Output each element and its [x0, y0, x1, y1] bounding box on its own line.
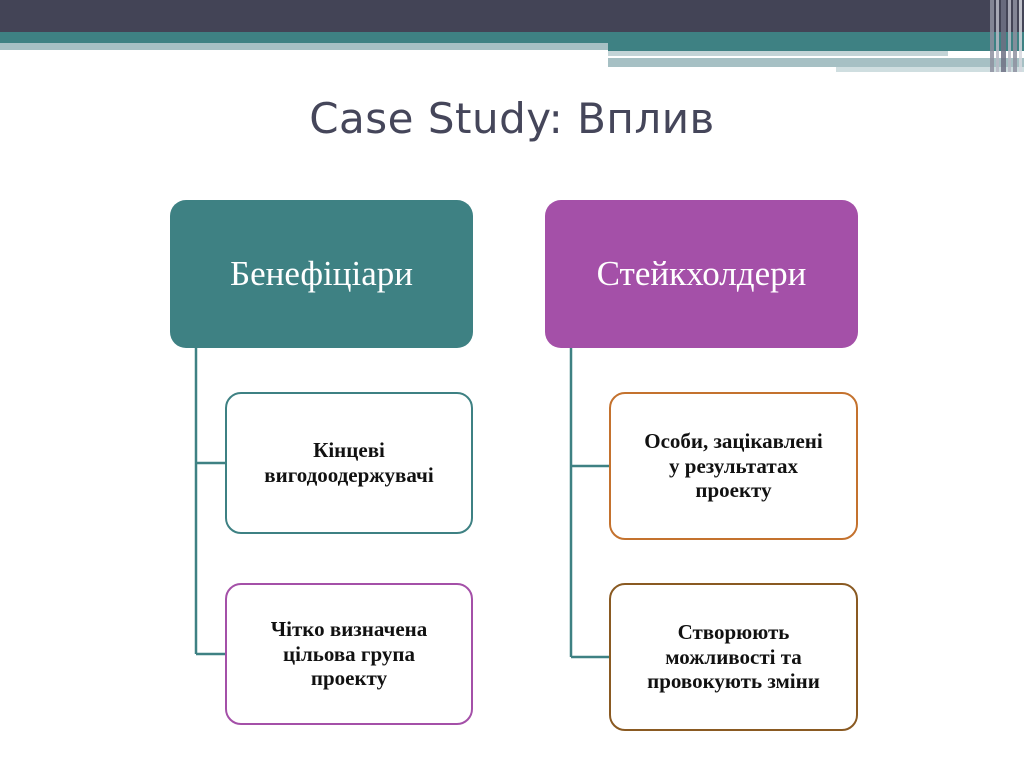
page-title: Case Study: Вплив — [309, 94, 715, 143]
header-stripe-4 — [1008, 0, 1011, 72]
root-node-stakeholders[interactable]: Стейкхолдери — [545, 200, 858, 348]
header-decoration — [0, 0, 1024, 72]
header-stripe-1 — [990, 0, 994, 72]
node-label-line: проекту — [310, 666, 388, 691]
node-label-line: Особи, зацікавлені — [644, 428, 823, 453]
node-label-line: у результатах — [669, 453, 798, 478]
header-stripe-5 — [1013, 0, 1017, 72]
node-label-line: проекту — [695, 478, 772, 503]
node-label-line: вигодоодержувачі — [264, 463, 434, 487]
header-band-teal-right — [608, 32, 1024, 51]
node-label-line: Чітко визначена — [270, 616, 428, 641]
root-node-beneficiaries[interactable]: Бенефіціари — [170, 200, 473, 348]
root-node-beneficiaries-label: Бенефіціари — [230, 253, 413, 293]
node-label-line: Кінцеві — [313, 438, 385, 463]
header-band-pale-right-upper — [608, 51, 948, 56]
node-label-line: провокують зміни — [647, 669, 820, 694]
root-node-stakeholders-label: Стейкхолдери — [596, 253, 807, 293]
node-label-line: можливості та — [665, 644, 802, 669]
header-band-navy — [0, 0, 1024, 32]
node-label-line: цільова група — [283, 641, 415, 666]
header-stripe-3 — [1001, 0, 1006, 72]
header-stripe-2 — [996, 0, 999, 72]
node-label-line: Створюють — [677, 619, 790, 644]
header-band-teal-left — [0, 32, 608, 43]
header-band-pale-left — [0, 43, 608, 50]
header-stripe-6 — [1019, 0, 1022, 72]
header-band-pale-right-tail — [836, 67, 1024, 72]
header-band-pale-right-lower — [608, 58, 1024, 67]
